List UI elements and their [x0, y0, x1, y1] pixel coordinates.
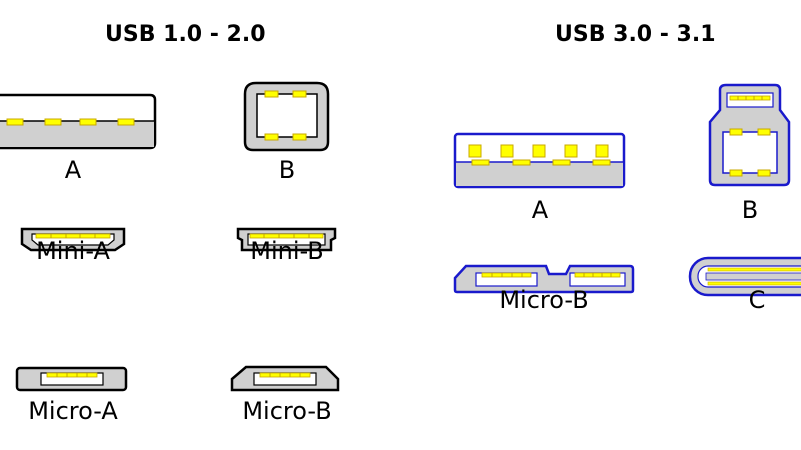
- usb3-type-c-label: C: [748, 286, 766, 314]
- usb3-section-title: USB 3.0 - 3.1: [555, 22, 716, 47]
- usb2-type-b-label: B: [278, 156, 296, 184]
- usb2-section-title: USB 1.0 - 2.0: [105, 22, 266, 47]
- usb3-micro-b-label: Micro-B: [499, 286, 589, 314]
- usb2-micro-b-label: Micro-B: [242, 397, 332, 425]
- usb3-type-a-label: A: [531, 196, 549, 224]
- usb2-mini-a-label: Mini-A: [36, 237, 110, 265]
- usb2-type-a-label: A: [64, 156, 82, 184]
- usb2-mini-b-label: Mini-B: [250, 237, 324, 265]
- usb2-micro-a-label: Micro-A: [28, 397, 118, 425]
- usb3-type-b-label: B: [741, 196, 759, 224]
